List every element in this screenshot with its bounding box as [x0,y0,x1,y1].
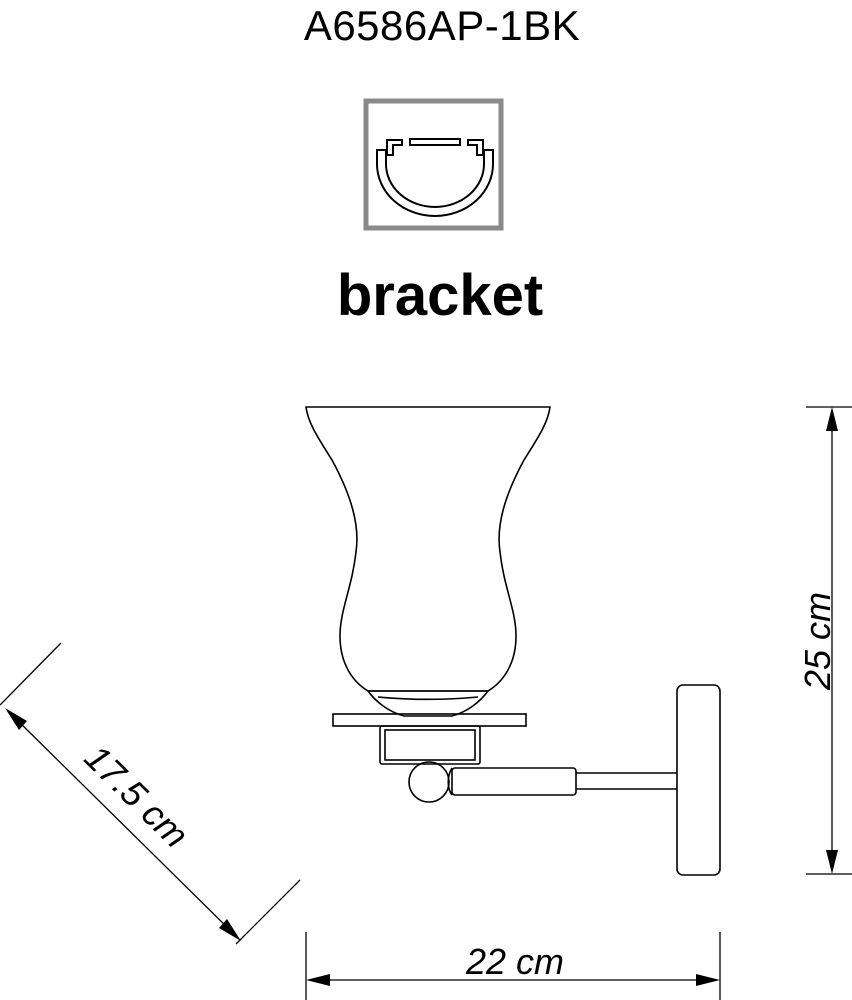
height-label: 25 cm [797,592,838,691]
bracket-mount-icon [363,98,504,231]
model-title: A6586AP-1BK [303,2,581,49]
wall-plate [676,684,721,876]
socket-cup [379,725,481,765]
mount-type-label: bracket [336,263,544,328]
lamp-drawing [305,406,721,876]
height-dimension: 25 cm [797,406,852,875]
ball-joint [408,761,450,803]
depth-dimension: 17.5 cm [0,642,301,945]
glass-shade [305,406,551,692]
shade-holder [366,690,490,717]
arm-collar [451,767,577,796]
width-label: 22 cm [465,941,564,982]
width-dimension: 22 cm [305,932,721,1000]
